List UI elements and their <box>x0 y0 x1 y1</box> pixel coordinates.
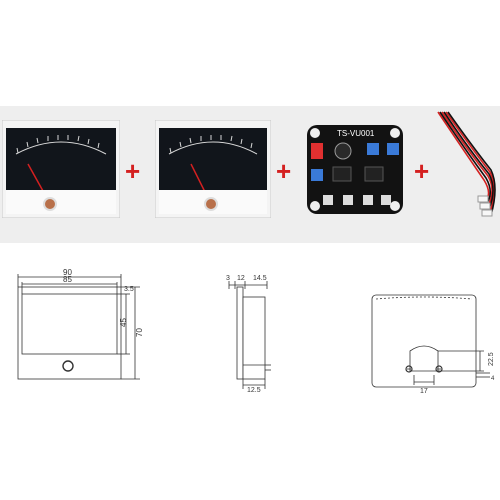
plus-sign-1: + <box>125 156 141 186</box>
dim-width-inner: 85 <box>63 275 72 284</box>
wire-harness <box>437 111 496 217</box>
dim-side-a: 3 <box>226 275 230 282</box>
dim-hole-width: 17 <box>420 388 428 395</box>
dim-height-window: 45 <box>119 318 128 327</box>
plus-sign-3: + <box>414 156 430 186</box>
dim-width-outer: 90 <box>63 268 72 277</box>
vu-meter-right <box>155 120 271 218</box>
dim-offset: 4 <box>491 376 495 382</box>
board-label: TS-VU001 <box>337 129 375 138</box>
dim-side-bottom: 12.5 <box>247 387 261 394</box>
plus-sign-2: + <box>276 156 292 186</box>
dim-height-total: 70 <box>135 328 144 337</box>
dim-top-offset: 3.5 <box>124 286 134 293</box>
dim-hole-height: 22.5 <box>488 352 495 366</box>
dim-side-b: 12 <box>237 275 245 282</box>
dim-side-c: 14.5 <box>253 275 267 282</box>
side-view-drawing: 3 12 14.5 12.5 <box>226 275 271 394</box>
back-view-drawing: 17 22.5 4 <box>371 294 495 395</box>
front-view-drawing: 90 85 3.5 45 70 <box>17 268 144 380</box>
driver-board: TS-VU001 <box>307 125 403 214</box>
vu-meter-left <box>2 120 120 218</box>
